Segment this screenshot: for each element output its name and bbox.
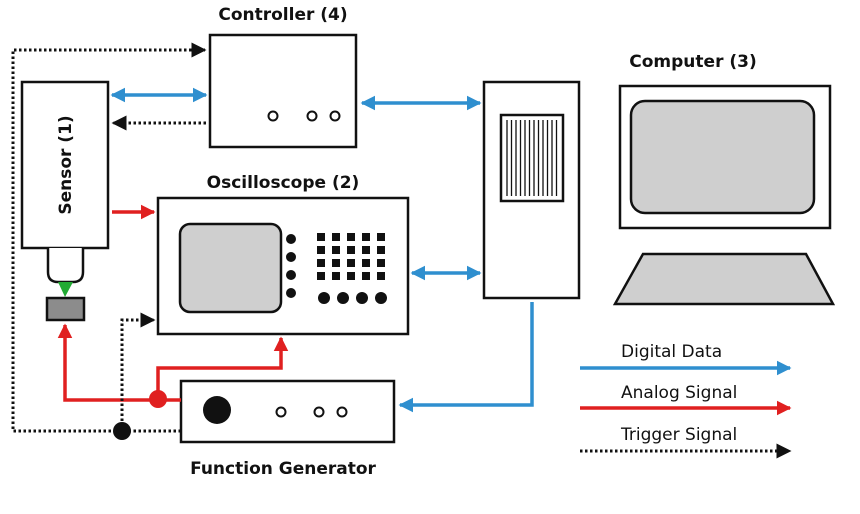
keypad-key <box>317 272 325 280</box>
function-generator-label: Function Generator <box>190 459 376 479</box>
keypad-key <box>347 259 355 267</box>
keypad-key <box>317 233 325 241</box>
keypad-key <box>332 259 340 267</box>
keyboard <box>612 252 836 306</box>
analog-junction <box>149 390 167 408</box>
monitor-screen <box>629 99 816 215</box>
keypad-key <box>347 272 355 280</box>
keypad-key <box>332 246 340 254</box>
legend-digital-label: Digital Data <box>621 342 722 362</box>
oscilloscope-keypad <box>317 233 385 280</box>
keypad-key <box>317 246 325 254</box>
keypad-key <box>377 272 385 280</box>
keypad-key <box>347 246 355 254</box>
oscilloscope-box <box>156 196 410 336</box>
oscilloscope-label: Oscilloscope (2) <box>207 173 360 193</box>
trigger-connections <box>11 42 207 433</box>
trigger-junction <box>113 422 131 440</box>
controller-box <box>208 33 358 149</box>
controller-knob-2 <box>306 110 318 122</box>
keypad-key <box>377 233 385 241</box>
keypad-key <box>362 259 370 267</box>
legend-analog-label: Analog Signal <box>621 383 737 403</box>
sensor-label: Sensor (1) <box>56 115 76 214</box>
sensor-lens <box>46 248 85 284</box>
oscilloscope-screen <box>178 222 283 314</box>
computer-monitor <box>612 84 836 306</box>
function-generator-box <box>179 379 396 444</box>
keypad-key <box>362 272 370 280</box>
keypad-key <box>332 272 340 280</box>
keypad-key <box>377 259 385 267</box>
keypad-key <box>362 246 370 254</box>
function-generator-dial <box>203 396 231 424</box>
digital-connections <box>110 87 534 413</box>
legend-trigger-label: Trigger Signal <box>620 425 737 445</box>
computer-tower <box>482 80 581 300</box>
analog-connections <box>57 204 289 402</box>
keypad-key <box>377 246 385 254</box>
controller-knob-1 <box>267 110 279 122</box>
legend: Digital Data Analog Signal Trigger Signa… <box>580 342 792 459</box>
sensor-box <box>20 80 110 322</box>
controller-label: Controller (4) <box>218 5 347 25</box>
keypad-key <box>332 233 340 241</box>
keypad-key <box>362 233 370 241</box>
keypad-key <box>317 259 325 267</box>
sensor-beam <box>58 282 73 297</box>
controller-knob-3 <box>329 110 341 122</box>
sensor-sample <box>45 296 86 322</box>
computer-label: Computer (3) <box>629 52 756 72</box>
keypad-key <box>347 233 355 241</box>
